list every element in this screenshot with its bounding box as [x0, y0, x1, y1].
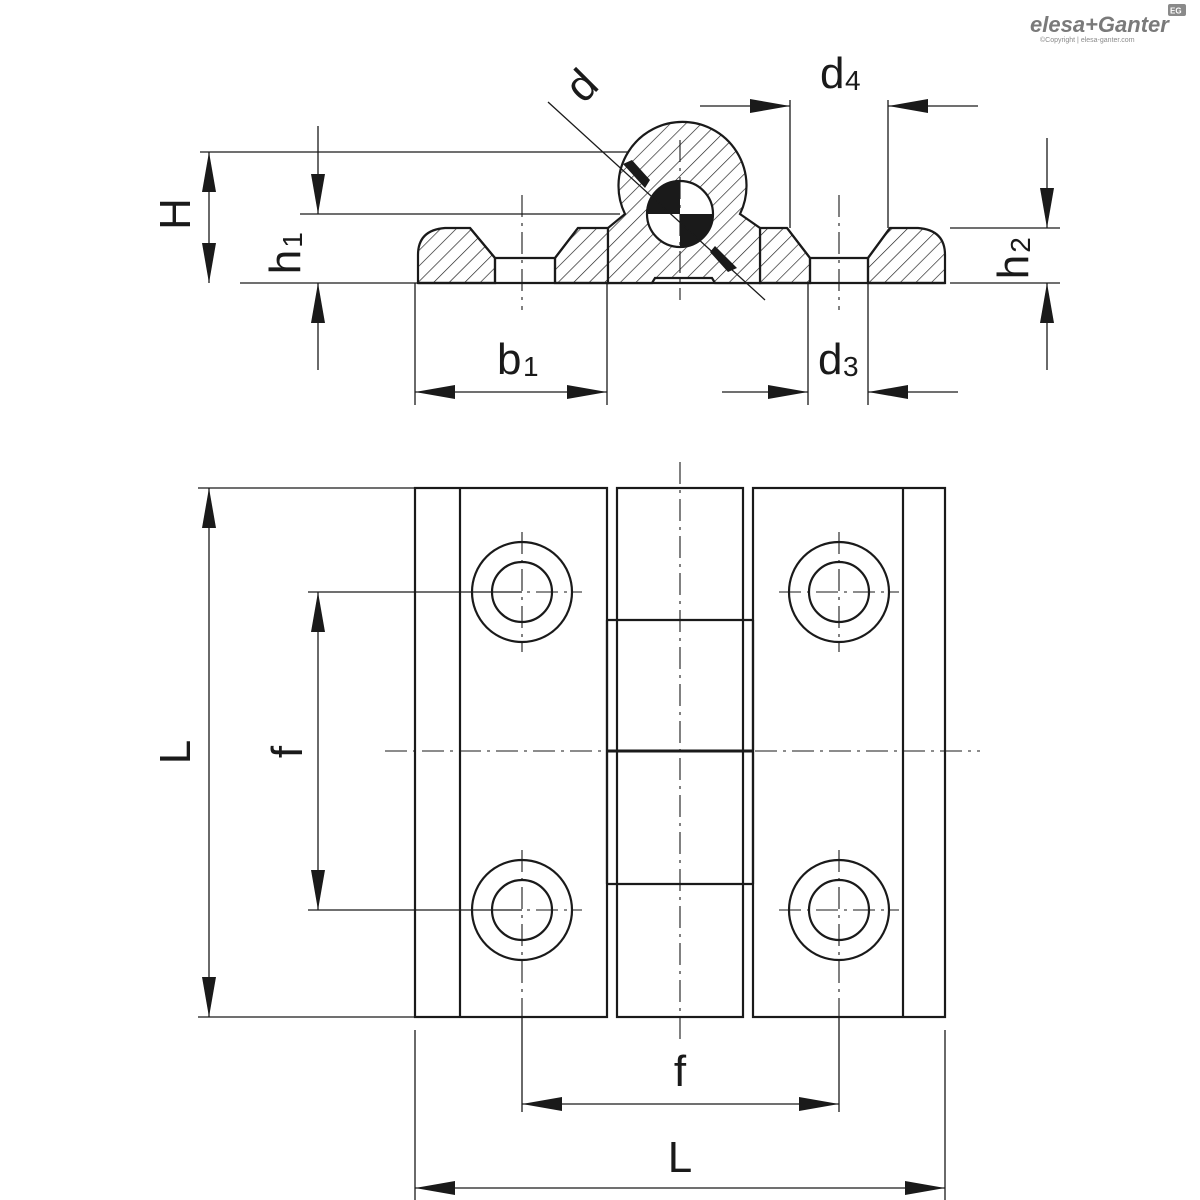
label-L-vertical: L: [151, 740, 200, 764]
svg-text:2: 2: [1005, 237, 1036, 253]
svg-text:4: 4: [845, 65, 861, 96]
right-leaf-section: [866, 226, 947, 285]
label-d: d: [556, 60, 608, 112]
left-leaf-section: [416, 226, 497, 285]
hole-top-left: [462, 532, 582, 652]
brand-logo: elesa+Ganter ©Copyright | elesa-ganter.c…: [1030, 4, 1186, 44]
svg-text:3: 3: [843, 351, 859, 382]
svg-text:1: 1: [277, 232, 308, 248]
brand-badge-text: EG: [1170, 7, 1182, 16]
label-H: H: [151, 198, 200, 230]
brand-badge-icon: [1168, 4, 1186, 16]
svg-text:d: d: [818, 335, 842, 384]
svg-text:d: d: [820, 49, 844, 98]
label-f-horizontal: f: [674, 1047, 687, 1096]
svg-text:h: h: [261, 250, 310, 274]
hole-bottom-left: [462, 850, 582, 1017]
svg-text:1: 1: [523, 351, 539, 382]
hole-top-right: [779, 532, 899, 652]
label-L-horizontal: L: [668, 1133, 692, 1182]
svg-text:b: b: [497, 335, 521, 384]
brand-copyright: ©Copyright | elesa-ganter.com: [1040, 36, 1135, 44]
brand-logo-text: elesa+Ganter: [1030, 12, 1170, 37]
section-view: d d 4 H h 1 h 2 b 1 d 3: [151, 49, 1060, 405]
plan-view: L f f L: [151, 462, 980, 1200]
svg-text:h: h: [989, 255, 1038, 279]
hole-bottom-right: [779, 850, 899, 1017]
label-d3: d 3: [818, 335, 859, 384]
label-b1: b 1: [497, 335, 539, 384]
label-h1: h 1: [261, 232, 310, 274]
label-f-vertical: f: [263, 745, 312, 758]
label-d4: d 4: [820, 49, 861, 98]
label-h2: h 2: [989, 237, 1038, 279]
